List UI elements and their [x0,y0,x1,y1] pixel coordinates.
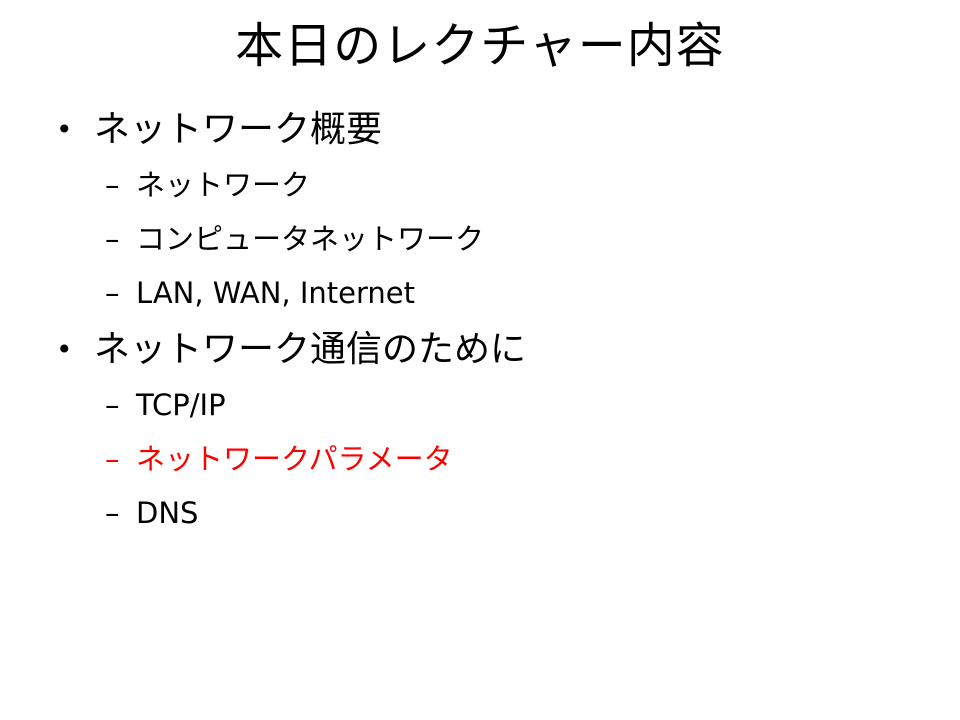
slide-title: 本日のレクチャー内容 [235,18,725,74]
sub-item-text: LAN, WAN, Internet [136,276,415,310]
bullet-item-network-overview: • ネットワーク概要 [56,102,936,158]
bullet-group-network-communication: • ネットワーク通信のために – TCP/IP – ネットワークパラメータ – … [56,322,936,540]
sub-list: – TCP/IP – ネットワークパラメータ – DNS [56,378,936,540]
dash-icon: – [105,442,120,476]
dash-icon: – [105,496,120,530]
sub-item-dns: – DNS [56,486,936,540]
sub-item-text: ネットワークパラメータ [136,442,453,476]
sub-list: – ネットワーク – コンピュータネットワーク – LAN, WAN, Inte… [56,158,936,320]
dash-icon: – [105,222,120,256]
sub-item-text: ネットワーク [136,168,311,202]
sub-item-network: – ネットワーク [56,158,936,212]
dash-icon: – [105,276,120,310]
sub-item-network-parameters: – ネットワークパラメータ [56,432,936,486]
dash-icon: – [105,388,120,422]
bullet-item-network-communication: • ネットワーク通信のために [56,322,936,378]
bullet-list: • ネットワーク概要 – ネットワーク – コンピュータネットワーク – LAN… [56,102,936,540]
bullet-dot-icon: • [56,113,73,146]
bullet-text: ネットワーク通信のために [94,329,527,370]
sub-item-text: TCP/IP [136,388,226,422]
sub-item-text: コンピュータネットワーク [136,222,485,256]
bullet-group-network-overview: • ネットワーク概要 – ネットワーク – コンピュータネットワーク – LAN… [56,102,936,320]
sub-item-tcp-ip: – TCP/IP [56,378,936,432]
dash-icon: – [105,168,120,202]
sub-item-computer-network: – コンピュータネットワーク [56,212,936,266]
bullet-dot-icon: • [56,333,73,366]
sub-item-text: DNS [136,496,199,530]
sub-item-lan-wan-internet: – LAN, WAN, Internet [56,266,936,320]
bullet-text: ネットワーク概要 [94,109,383,150]
